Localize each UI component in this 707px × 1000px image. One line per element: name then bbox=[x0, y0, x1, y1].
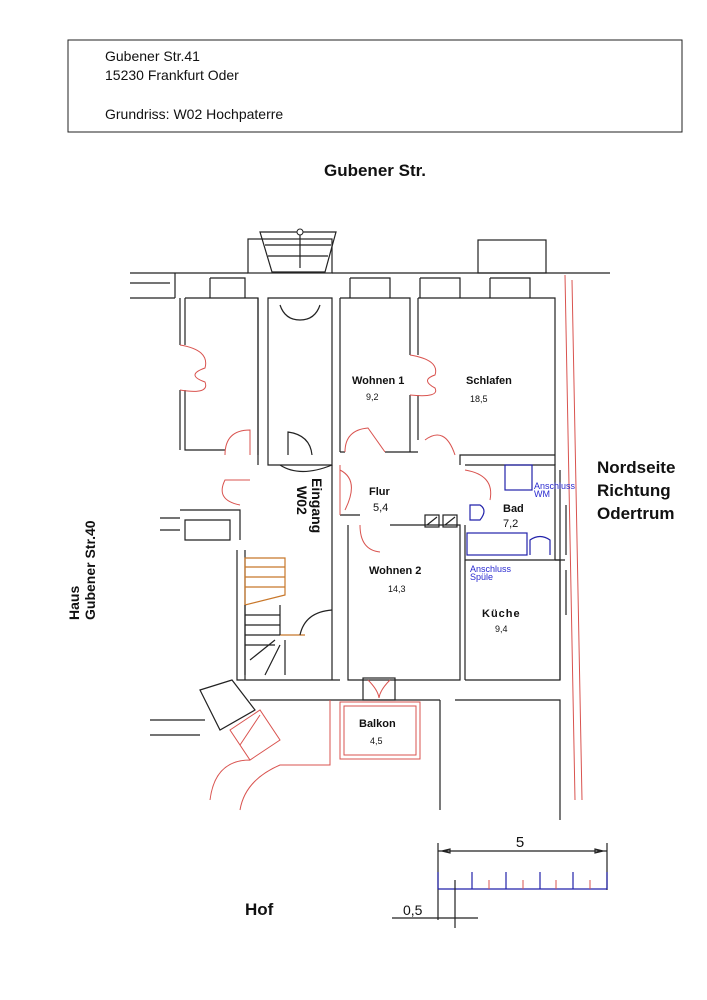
street-label: Gubener Str. bbox=[324, 161, 426, 180]
orientation-line-3: Odertrum bbox=[597, 504, 674, 523]
address-line-2: 15230 Frankfurt Oder bbox=[105, 67, 239, 83]
neighbor-label-line-1: Haus bbox=[66, 586, 82, 620]
bathroom-fixtures bbox=[466, 464, 551, 556]
wm-connection-label: Anschluss bbox=[534, 481, 576, 491]
orientation-line-1: Nordseite bbox=[597, 458, 675, 477]
plan-label: Grundriss: W02 Hochpaterre bbox=[105, 106, 283, 122]
wm-connection-label-2: WM bbox=[534, 489, 550, 499]
room-name-wohnen-2: Wohnen 2 bbox=[369, 565, 421, 577]
room-area-kueche: 9,4 bbox=[495, 624, 508, 634]
doors bbox=[179, 304, 492, 553]
room-name-balkon: Balkon bbox=[359, 718, 396, 730]
scale-unit: 0,5 bbox=[403, 902, 423, 918]
staircase bbox=[150, 557, 333, 811]
property-boundary bbox=[564, 274, 583, 801]
balcony bbox=[339, 677, 421, 760]
address-line-1: Gubener Str.41 bbox=[105, 48, 200, 64]
courtyard-label: Hof bbox=[245, 900, 274, 919]
scale-total: 5 bbox=[516, 834, 524, 851]
room-area-balkon: 4,5 bbox=[370, 736, 383, 746]
room-area-schlafen: 18,5 bbox=[470, 394, 488, 404]
room-name-schlafen: Schlafen bbox=[466, 375, 512, 387]
front-facade bbox=[130, 228, 610, 299]
room-name-kueche: Küche bbox=[482, 608, 521, 620]
neighbor-house-label: Haus Gubener Str.40 bbox=[66, 520, 98, 620]
sink-connection-label: Anschluss bbox=[470, 564, 512, 574]
entrance-label-line-1: Eingang bbox=[309, 478, 325, 533]
entrance-label-line-2: W02 bbox=[294, 486, 310, 515]
room-name-wohnen-1: Wohnen 1 bbox=[352, 375, 404, 387]
room-area-wohnen-1: 9,2 bbox=[366, 392, 379, 402]
room-area-bad: 7,2 bbox=[503, 518, 518, 530]
entrance-label: Eingang W02 bbox=[294, 478, 325, 533]
room-name-bad: Bad bbox=[503, 503, 524, 515]
orientation-line-2: Richtung bbox=[597, 481, 671, 500]
neighbor-label-line-2: Gubener Str.40 bbox=[82, 520, 98, 620]
title-block bbox=[67, 39, 683, 133]
room-name-flur: Flur bbox=[369, 486, 390, 498]
walls bbox=[160, 297, 567, 820]
room-area-wohnen-2: 14,3 bbox=[388, 584, 406, 594]
sink-connection-label-2: Spüle bbox=[470, 572, 493, 582]
scale-bar: 5 0,5 bbox=[392, 834, 608, 928]
room-area-flur: 5,4 bbox=[373, 502, 388, 514]
